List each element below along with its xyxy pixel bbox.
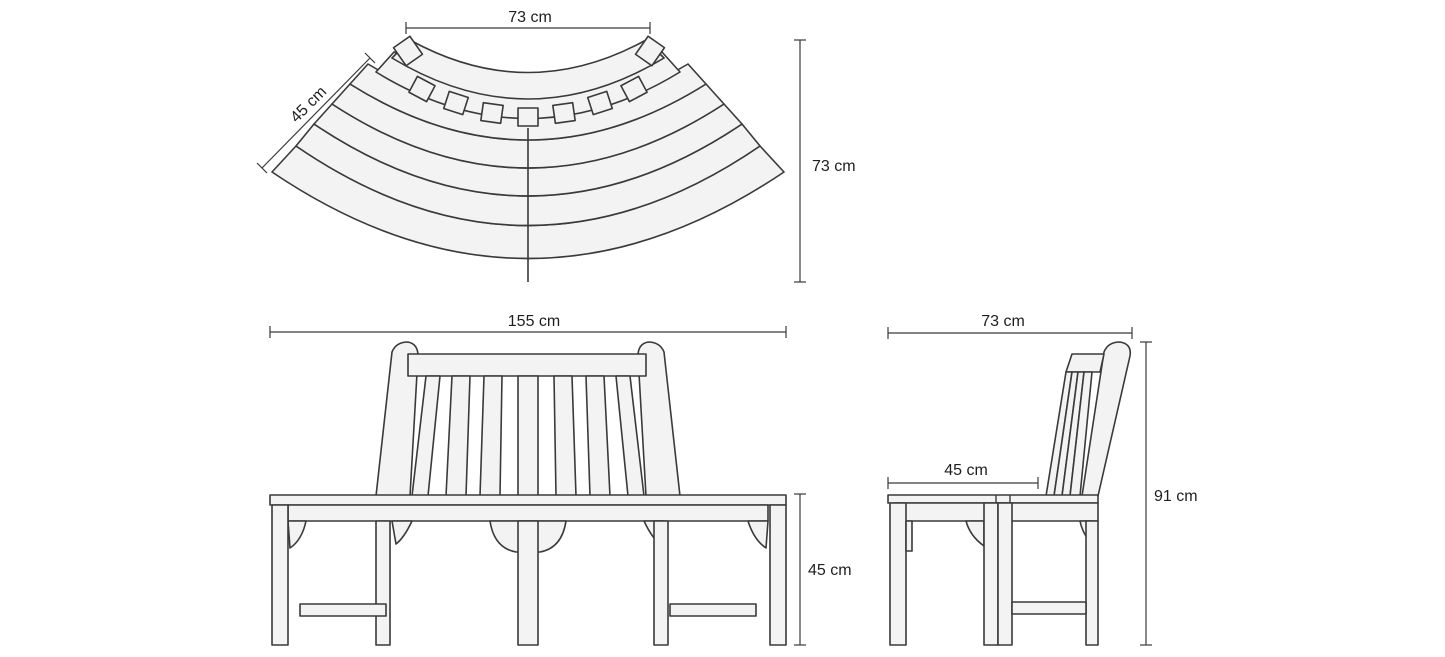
side-leg bbox=[1085, 520, 1099, 646]
top-depth-label: 73 cm bbox=[812, 158, 856, 175]
side-seat-board bbox=[887, 494, 1099, 504]
side-leg bbox=[983, 502, 999, 646]
back-slats bbox=[392, 35, 666, 127]
top-view: 73 cm 73 cm 45 cm bbox=[256, 9, 856, 283]
seat-board bbox=[269, 494, 787, 506]
leg bbox=[271, 504, 289, 646]
leg bbox=[653, 520, 669, 646]
side-back-post bbox=[1081, 341, 1132, 497]
top-width-label: 73 cm bbox=[508, 9, 552, 26]
side-view: 73 cm 45 cm 91 cm bbox=[887, 313, 1198, 646]
leg bbox=[517, 520, 539, 646]
leg bbox=[375, 520, 391, 646]
side-leg bbox=[997, 502, 1013, 646]
side-leg bbox=[889, 502, 907, 646]
front-width-label: 155 cm bbox=[508, 313, 560, 330]
side-back-slats bbox=[1045, 371, 1093, 497]
back-top-rail bbox=[407, 353, 647, 377]
front-view: 155 cm 45 cm bbox=[269, 313, 852, 646]
side-height-label: 91 cm bbox=[1154, 488, 1198, 505]
leg bbox=[769, 504, 787, 646]
back-slats bbox=[411, 375, 645, 497]
front-seat-height-label: 45 cm bbox=[808, 562, 852, 579]
seat-apron bbox=[287, 504, 769, 522]
side-depth-label: 73 cm bbox=[981, 313, 1025, 330]
side-seat-depth-label: 45 cm bbox=[944, 462, 988, 479]
